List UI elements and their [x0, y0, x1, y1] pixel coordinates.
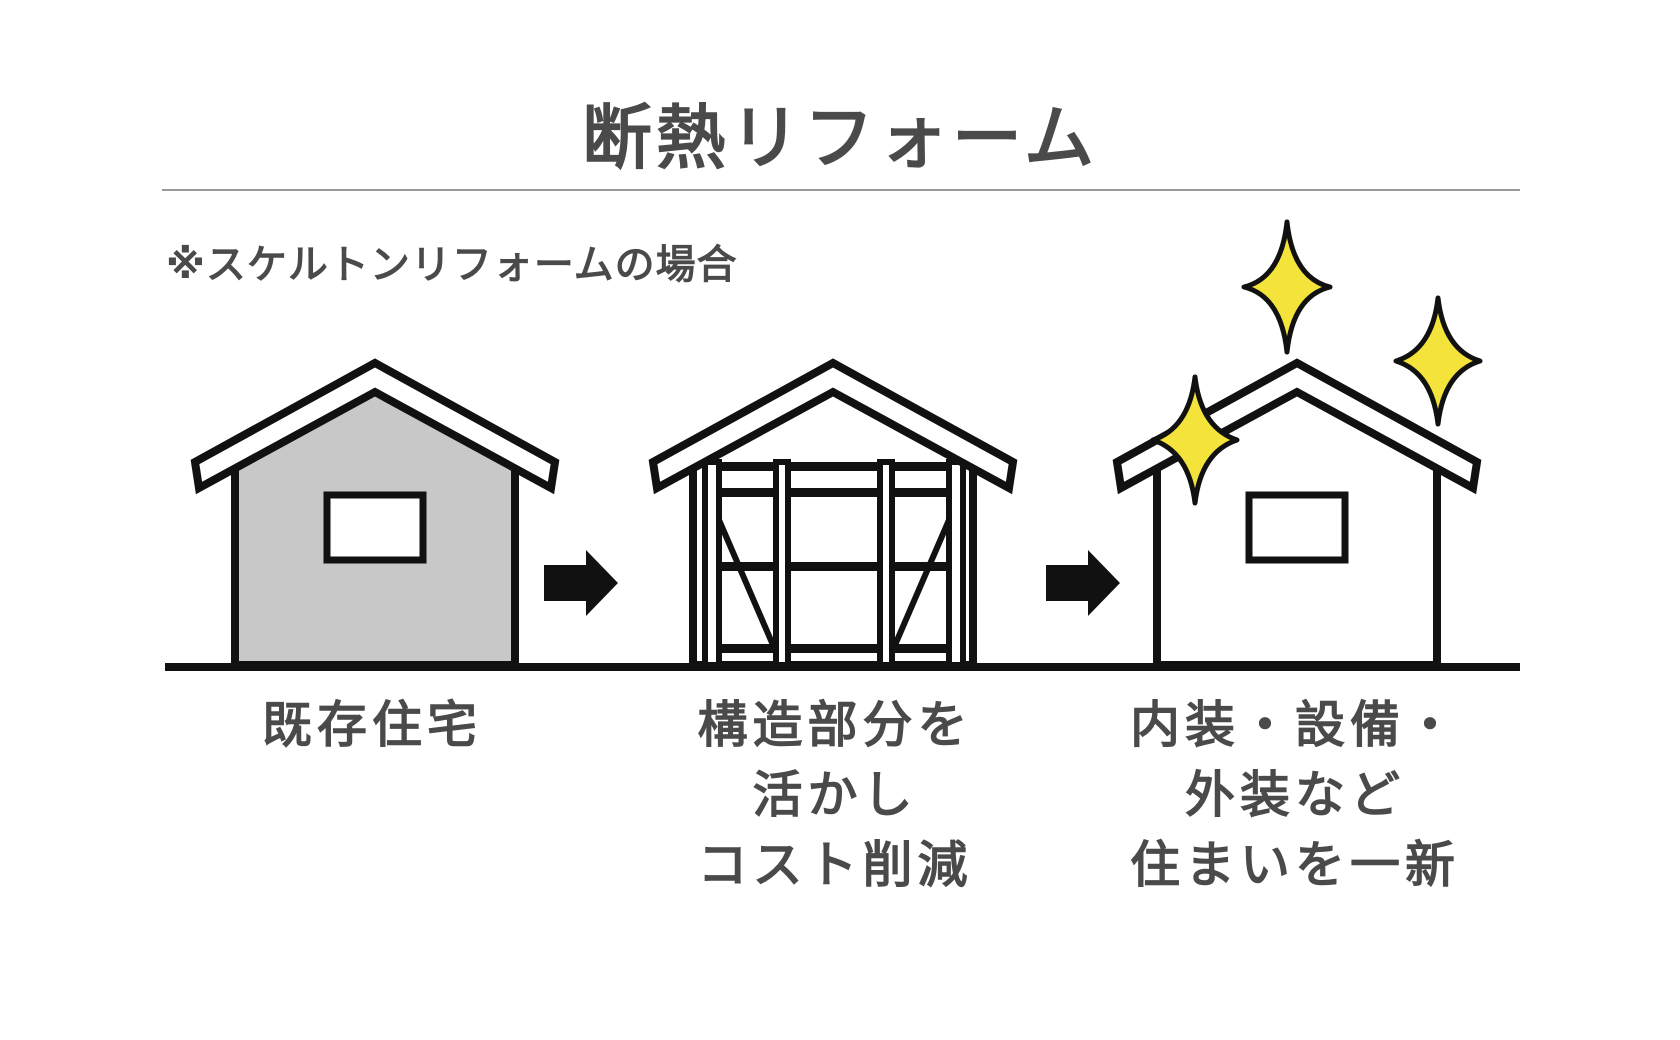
step-caption-existing-house: 既存住宅 [162, 690, 582, 760]
step-caption-renewed: 内装・設備・ 外装など 住まいを一新 [1085, 690, 1505, 900]
caption-line: 内装・設備・ [1130, 696, 1460, 754]
step-caption-structure: 構造部分を 活かし コスト削減 [625, 690, 1045, 900]
sparkle-icon [1241, 219, 1333, 355]
window [1245, 491, 1349, 564]
window [323, 491, 427, 564]
roof [648, 358, 1018, 495]
page-title: 断熱リフォーム [582, 97, 1098, 179]
caption-line: 既存住宅 [262, 696, 482, 754]
sparkle-icon [1150, 374, 1240, 506]
sparkle-icon [1393, 295, 1483, 427]
roof [190, 358, 560, 495]
arrow-right-icon [1046, 550, 1120, 616]
caption-line: 活かし [752, 766, 918, 824]
house-frame-icon [648, 358, 1018, 669]
caption-line: 外装など [1185, 766, 1405, 824]
arrow-right-icon [544, 550, 618, 616]
caption-line: 構造部分を [697, 696, 973, 754]
house-existing-icon [190, 358, 560, 669]
caption-line: 住まいを一新 [1130, 836, 1460, 894]
house-renewed-icon [1112, 358, 1482, 669]
skeleton-note: ※スケルトンリフォームの場合 [166, 242, 738, 288]
title-divider [162, 189, 1520, 191]
caption-line: コスト削減 [697, 836, 973, 894]
